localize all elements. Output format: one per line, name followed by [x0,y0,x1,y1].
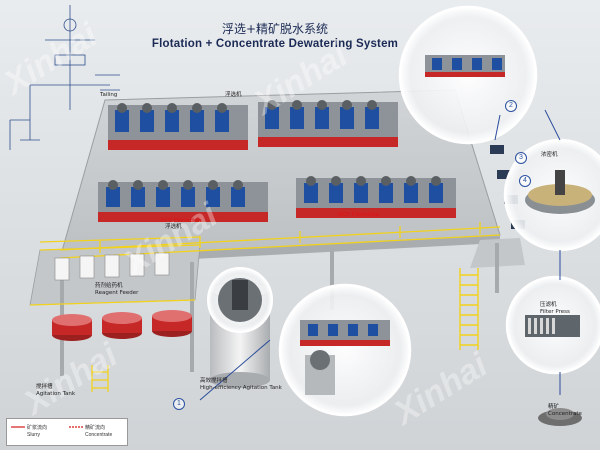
label-hi-eff-tank-en: High-efficiency Agitation Tank [200,385,282,391]
staircase-right [459,268,479,350]
flow-lines [199,109,561,401]
flotation-bank-4 [296,176,456,218]
label-filter-press-cn: 压滤机 [540,302,557,308]
label-flotation-front: 浮选机 [165,224,182,230]
agitation-tanks [52,310,192,341]
label-tailing: Tailing [100,92,118,98]
concentrate-pile [538,408,582,426]
title-english: Flotation + Concentrate Dewatering Syste… [151,38,399,50]
legend-row2-cn: 精矿流向 [85,425,106,431]
step-number-2: 2 [505,100,517,112]
label-agitation-tank-en: Agitation Tank [36,391,76,397]
legend-row1-en: Slurry [27,432,41,438]
high-efficiency-tank [207,267,273,388]
step-number-3: 3 [515,152,527,164]
legend: 矿浆流向 Slurry 精矿流向 Concentrate [6,418,128,446]
step-number-4: 4 [519,175,531,187]
zoom-bubble-top [398,5,538,145]
step-number-1: 1 [173,398,185,410]
label-reagent-feeder-en: Reagent Feeder [95,290,139,296]
label-flotation-top: 浮选机 [225,92,242,98]
staircase-left [91,365,109,392]
label-agitation-tank-cn: 搅拌槽 [36,384,53,390]
label-hi-eff-tank-cn: 高效搅拌槽 [200,378,228,384]
legend-row2-en: Concentrate [85,432,113,438]
flotation-bank-3 [98,180,268,222]
schematic-diagram [9,5,120,150]
zoom-bubble-filter [505,275,600,375]
flotation-bank-2 [258,100,398,147]
label-reagent-feeder-cn: 药剂给药机 [95,283,123,289]
legend-swatches [11,426,83,428]
flotation-bank-1 [108,103,248,150]
reagent-feeders [54,252,170,281]
legend-row1-cn: 矿浆流向 [27,425,48,431]
label-xcf-flotation-1: XCF Flotation [160,218,202,224]
label-concentrate-cn: 精矿 [548,404,560,410]
zoom-bubble-middle [278,283,412,417]
label-concentrate-en: Concentrate [548,411,582,417]
title-chinese: 浮选+精矿脱水系统 [221,22,329,36]
label-filter-press-en: Filter Press [540,309,570,315]
label-xcf-flotation-2: XCF Flotation [338,212,380,218]
label-thickener: 浓密机 [541,152,558,158]
